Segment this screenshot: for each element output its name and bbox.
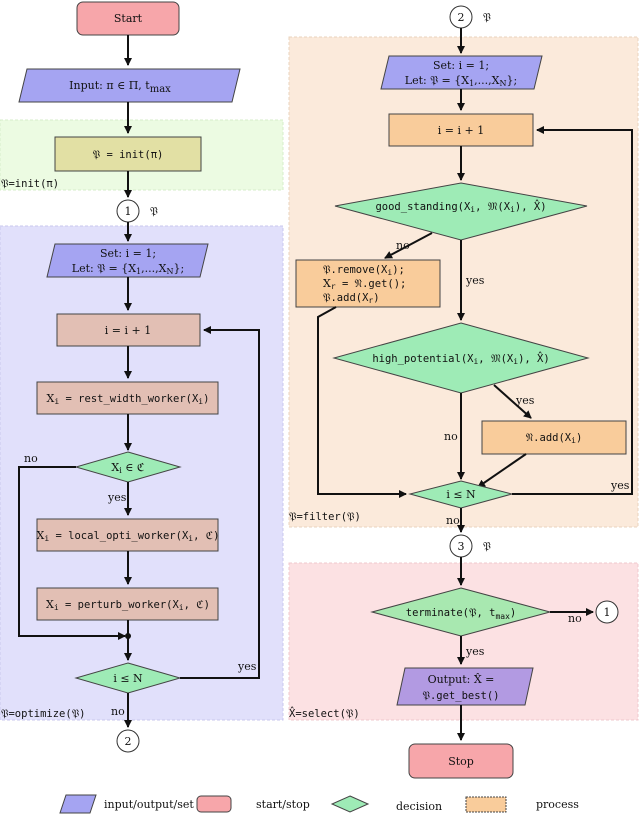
edge-remove-loop [317,306,407,498]
increment-left-label: i = i + 1 [105,324,151,337]
set-node-left [46,243,209,278]
edge-high-yes [493,384,532,419]
connector-1-back [595,600,619,624]
connector-1-back-label: 1 [604,606,611,619]
rest-width-node [36,381,219,415]
filter-region-label: 𝔓=filter(𝔓) [289,511,361,523]
legend-decision-swatch [330,795,370,813]
set-right-line2: Let: 𝔓 = {X1,...,XN}; [405,74,517,88]
label-no-high: no [444,430,458,443]
remove-process-node [295,259,441,308]
set-left-line1: Set: i = 1; [100,247,156,260]
init-region-label: 𝔓=init(π) [1,178,59,190]
remove-line2: Xr = 𝔑.get(); [323,277,406,291]
junction-dot-left [125,633,131,639]
rest-width-label: Xi = rest_width_worker(Xi) [47,392,210,406]
n-add-process-node [481,420,627,455]
output-node [396,667,534,706]
label-no-good: no [396,239,410,252]
connector-2-right-label: 2 [458,11,465,24]
decision-membership-label: Xi ∈ ℭ [111,461,145,475]
terminate-label: terminate(𝔓, tmax) [406,607,516,621]
local-opti-node [36,518,219,552]
increment-node-left [56,313,201,347]
n-add-label: 𝔑.add(Xi) [526,432,583,445]
init-process-label: 𝔓 = init(π) [93,149,164,161]
legend-startstop-label: start/stop [256,798,310,811]
output-line2: 𝔓.get_best() [422,690,499,702]
legend-startstop-swatch [196,795,232,813]
label-yes-high: yes [515,394,535,407]
decision-loop-left-label: i ≤ N [113,672,143,685]
stop-label: Stop [448,755,474,768]
start-label: Start [114,12,143,25]
edge-loop-back-left [180,326,260,679]
perturb-node [36,587,219,621]
label-no-left: no [24,452,38,465]
label-yes-good: yes [465,274,485,287]
good-standing-label: good_standing(Xi, 𝔐(Xi), X̂) [375,199,546,214]
legend-decision-label: decision [396,800,442,813]
connector-2-left-label: 2 [125,735,132,748]
legend-io-swatch [59,794,97,814]
label-yes-term: yes [465,645,485,658]
init-process-node [54,136,202,172]
legend-io-label: input/output/set [104,798,194,811]
increment-node-right [388,113,534,147]
remove-line3: 𝔓.add(Xr) [323,292,380,305]
remove-line1: 𝔓.remove(Xi); [323,264,405,277]
optimize-region-label: 𝔓=optimize(𝔓) [1,708,86,720]
stop-node [408,743,514,779]
edge-decision-no [18,466,126,640]
set-node-right [380,55,543,90]
high-potential-label: high_potential(Xi, 𝔐(Xi), X̂) [372,351,549,366]
input-node [18,68,241,103]
increment-right-label: i = i + 1 [438,124,484,137]
local-opti-label: Xi = local_opti_worker(Xi, ℭ) [37,529,220,543]
connector-2-left [116,729,140,753]
decision-loop-right-label: i ≤ N [446,488,476,501]
connector-2-set-label: 𝔓 [483,11,491,24]
legend-process-label: process [536,798,579,811]
set-right-line1: Set: i = 1; [433,59,489,72]
input-label: Input: π ∈ Π, tmax [69,79,171,95]
label-yes-loop-left: yes [237,660,257,673]
label-no-term: no [568,612,582,625]
edge-loop-back-right [512,126,633,495]
label-yes-left: yes [107,491,127,504]
label-no-bottom-left: no [111,705,125,718]
select-region-label: X̂=select(𝔓) [289,706,360,720]
set-left-line2: Let: 𝔓 = {X1,...,XN}; [72,262,184,276]
perturb-label: Xi = perturb_worker(Xi, ℭ) [46,598,210,612]
output-line1: Output: X̂ = [428,673,495,686]
label-no-bottom-right: no [446,514,460,527]
legend-process-swatch [465,796,507,813]
connector-1-label: 1 [125,205,132,218]
edge-nadd-loop [477,453,527,488]
connector-3-label: 3 [458,540,465,553]
edge-good-no [384,232,433,259]
connector-1-set-label: 𝔓 [150,205,158,218]
connector-3-set-label: 𝔓 [483,540,491,553]
label-yes-loop-right: yes [610,479,630,492]
